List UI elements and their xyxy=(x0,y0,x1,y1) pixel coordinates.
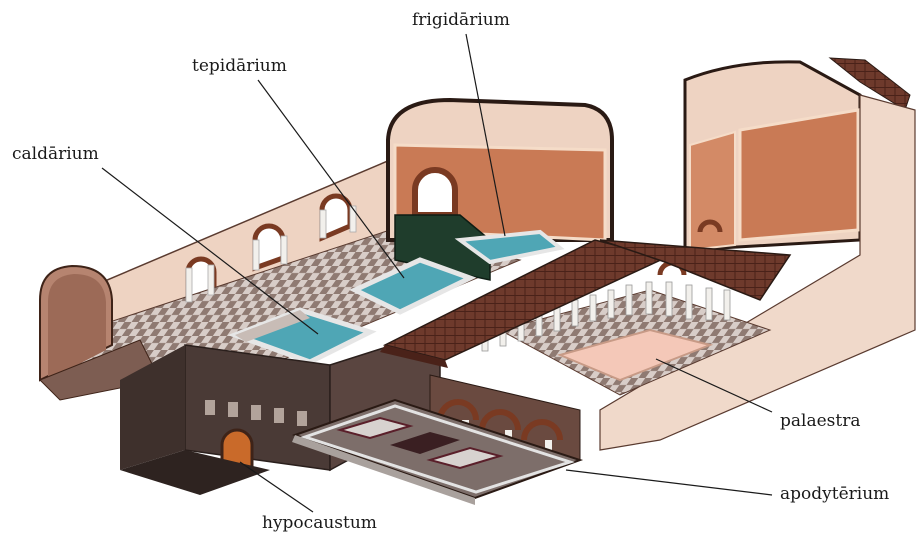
label-frigidarium: frigidārium xyxy=(412,12,510,29)
leader-hypocaustum xyxy=(240,462,313,512)
label-tepidarium: tepidārium xyxy=(192,58,287,75)
leader-apodyterium xyxy=(566,470,772,495)
label-caldarium: caldārium xyxy=(12,146,99,163)
label-palaestra: palaestra xyxy=(780,413,860,430)
label-hypocaustum: hypocaustum xyxy=(262,515,377,532)
label-apodyterium: apodytērium xyxy=(780,486,889,503)
